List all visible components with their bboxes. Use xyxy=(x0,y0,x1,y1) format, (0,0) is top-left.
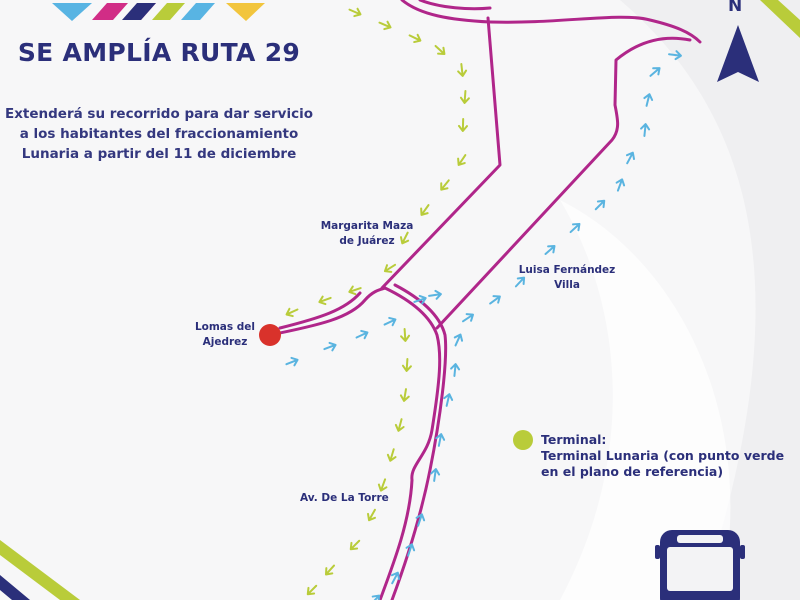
legend-heading: Terminal: xyxy=(541,432,607,447)
road-torre xyxy=(378,286,442,600)
subtitle-line: a los habitantes del fraccionamiento xyxy=(19,126,299,142)
return-arrow xyxy=(435,433,446,447)
north-arrow-icon xyxy=(717,25,759,82)
outbound-arrow xyxy=(394,418,405,432)
outbound-arrow xyxy=(285,307,299,318)
return-arrow xyxy=(462,313,474,323)
header-decoration xyxy=(52,3,265,21)
subtitle-line: Extenderá su recorrido para dar servicio xyxy=(4,106,313,122)
label-line: Margarita Maza xyxy=(320,220,414,232)
road-top-inner xyxy=(418,0,492,11)
return-arrow xyxy=(514,276,526,288)
stop-marker-lomas[interactable] xyxy=(259,324,281,346)
street-label-luisa: Luisa Fernández Villa xyxy=(515,263,619,293)
return-arrow xyxy=(643,93,654,107)
outbound-arrow xyxy=(386,448,397,462)
outbound-arrow xyxy=(457,63,468,77)
outbound-arrow xyxy=(348,7,362,18)
return-arrow xyxy=(415,513,426,527)
return-arrow xyxy=(323,341,337,352)
outbound-arrow xyxy=(420,204,430,216)
street-label-margarita: Margarita Maza de Juárez xyxy=(315,219,419,249)
outbound-arrow xyxy=(318,295,332,306)
outbound-arrow xyxy=(399,231,410,245)
outbound-arrow xyxy=(457,118,468,132)
outbound-arrow xyxy=(367,508,376,522)
outbound-arrow xyxy=(378,20,392,31)
return-arrow xyxy=(594,199,606,211)
outbound-arrow xyxy=(459,90,470,104)
return-arrow xyxy=(544,245,556,255)
return-arrow xyxy=(668,50,682,61)
return-arrow xyxy=(285,356,299,367)
return-arrow xyxy=(649,67,661,77)
return-arrow xyxy=(443,393,454,407)
road-top xyxy=(400,0,702,44)
label-line: de Juárez xyxy=(339,235,395,247)
terminal-legend-marker xyxy=(513,430,533,450)
return-arrow xyxy=(383,316,397,327)
road-torre-2 xyxy=(390,283,448,600)
return-arrow xyxy=(390,571,400,585)
outbound-arrow xyxy=(399,388,410,402)
label-line: Lomas del xyxy=(194,321,256,333)
return-arrow xyxy=(450,363,461,377)
legend-line: Terminal Lunaria (con punto verde xyxy=(541,448,785,463)
stop-label-lomas: Lomas del Ajedrez xyxy=(180,320,270,350)
return-arrow xyxy=(615,178,626,192)
return-arrow xyxy=(355,329,369,340)
page-subtitle: Extenderá su recorrido para dar servicio… xyxy=(0,104,318,164)
return-arrow xyxy=(430,468,441,482)
return-arrow xyxy=(405,543,416,557)
outbound-arrow xyxy=(306,584,318,596)
return-arrow xyxy=(640,123,651,137)
road-lomas xyxy=(268,286,387,337)
terminal-legend: Terminal: Terminal Lunaria (con punto ve… xyxy=(541,432,784,480)
outbound-arrow xyxy=(457,154,467,166)
road-luisa xyxy=(435,36,692,330)
road-margarita xyxy=(380,16,502,290)
outbound-arrow xyxy=(324,564,336,576)
subtitle-line: Lunaria a partir del 11 de diciembre xyxy=(21,146,297,162)
outbound-arrow xyxy=(383,263,397,273)
outbound-arrow xyxy=(434,44,446,56)
north-label: N xyxy=(728,0,743,16)
return-arrow xyxy=(453,333,464,347)
outbound-arrow xyxy=(400,328,411,342)
return-arrow xyxy=(428,289,442,300)
label-line: Ajedrez xyxy=(202,336,248,348)
outbound-arrow xyxy=(377,478,388,492)
return-arrow xyxy=(489,295,501,305)
outbound-arrow xyxy=(408,33,422,44)
label-line: Luisa Fernández xyxy=(518,264,616,276)
outbound-arrow xyxy=(440,179,450,191)
return-arrow xyxy=(413,294,427,305)
street-label-torre: Av. De La Torre xyxy=(300,492,389,504)
legend-line: en el plano de referencia) xyxy=(541,464,724,479)
label-line: Villa xyxy=(554,279,580,291)
outbound-arrow xyxy=(348,285,362,296)
bus-icon xyxy=(655,530,745,600)
outbound-arrow xyxy=(401,358,412,372)
outbound-arrow xyxy=(349,539,361,551)
road-lomas-2 xyxy=(278,291,362,330)
page-title: SE AMPLÍA RUTA 29 xyxy=(17,38,301,67)
return-arrow xyxy=(625,151,635,165)
return-arrow xyxy=(569,222,581,234)
